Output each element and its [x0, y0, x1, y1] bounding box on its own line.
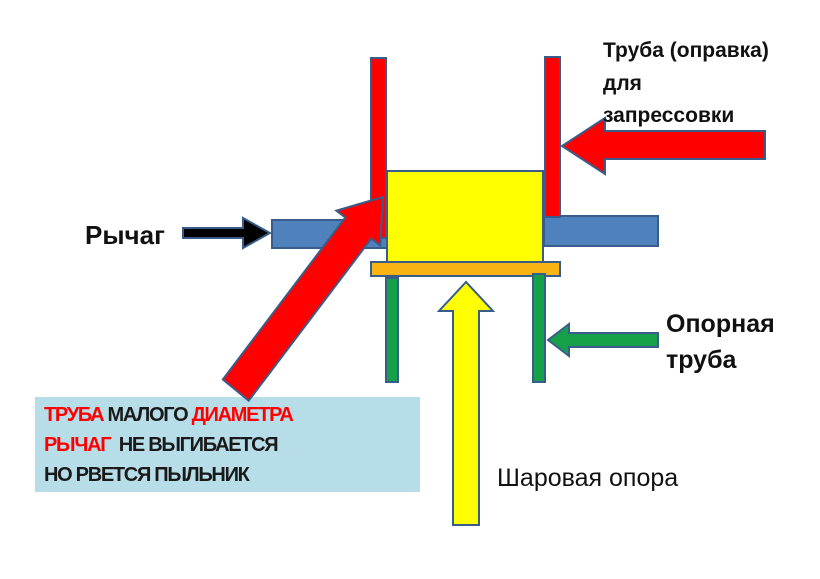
support-pipe-right-wall	[532, 273, 546, 383]
lever-arrow	[182, 216, 273, 250]
note-line2-segment-1: НЕ ВЫГИБАЕТСЯ	[110, 434, 278, 456]
note-line-3: НО РВЕТСЯ ПЫЛЬНИК	[44, 464, 251, 486]
support-pipe-arrow	[546, 321, 659, 359]
ball-joint-body	[386, 170, 544, 263]
note-line1-segment-1: МАЛОГО	[103, 404, 191, 426]
ball-joint-label: Шаровая опора	[497, 464, 678, 492]
mandrel-label-line1: Труба (оправка)	[603, 39, 769, 62]
support-plate	[370, 261, 561, 277]
support-pipe-left-wall	[385, 277, 399, 383]
note-line3-segment-0: НО РВЕТСЯ ПЫЛЬНИК	[44, 464, 251, 486]
mandrel-arrow	[560, 116, 766, 176]
note-line-1: ТРУБА МАЛОГО ДИАМЕТРА	[44, 404, 293, 426]
note-line-2: РЫЧАГ НЕ ВЫГИБАЕТСЯ	[44, 434, 278, 456]
mandrel-pipe-right-wall	[544, 56, 561, 218]
ball-joint-arrow	[436, 280, 496, 526]
note-line1-segment-0: ТРУБА	[44, 404, 104, 426]
mandrel-label-line3: запрессовки	[603, 104, 734, 127]
support-pipe-label-line1: Опорная	[666, 310, 775, 338]
mandrel-label-line2: для	[603, 72, 642, 95]
note-diagonal-arrow	[221, 195, 385, 403]
lever-label: Рычаг	[85, 220, 165, 250]
note-box	[35, 397, 420, 492]
note-line2-segment-0: РЫЧАГ	[44, 434, 111, 456]
lever-bar-right	[543, 215, 659, 247]
note-line1-segment-2: ДИАМЕТРА	[192, 404, 294, 426]
support-pipe-label-line2: труба	[666, 346, 738, 374]
